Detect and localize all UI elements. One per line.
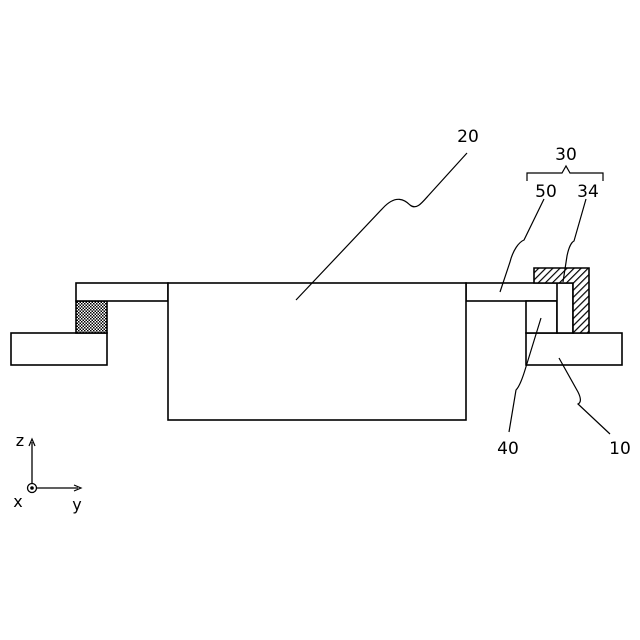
- brace-30: [527, 166, 603, 181]
- left-flange: [76, 283, 168, 301]
- right-flange: [466, 283, 558, 301]
- leader-20: [296, 153, 467, 300]
- leader-40: [509, 318, 541, 432]
- label-20: 20: [457, 127, 479, 147]
- label-30: 30: [555, 145, 577, 165]
- label-40: 40: [497, 439, 519, 459]
- member-50-vertical: [557, 283, 573, 333]
- label-34: 34: [577, 182, 599, 202]
- spacer-40: [526, 301, 557, 333]
- axes-indicator: z y x: [13, 431, 81, 514]
- leader-10: [559, 358, 610, 434]
- main-body: [168, 283, 466, 420]
- right-base-plate: [526, 333, 622, 365]
- label-50: 50: [535, 182, 557, 202]
- axis-label-x: x: [13, 492, 22, 511]
- x-axis-dot-icon: [30, 486, 34, 490]
- axis-label-z: z: [16, 431, 24, 450]
- left-crosshatch-block: [76, 301, 107, 333]
- left-base-plate: [11, 333, 107, 365]
- label-10: 10: [609, 439, 631, 459]
- axis-label-y: y: [72, 495, 81, 514]
